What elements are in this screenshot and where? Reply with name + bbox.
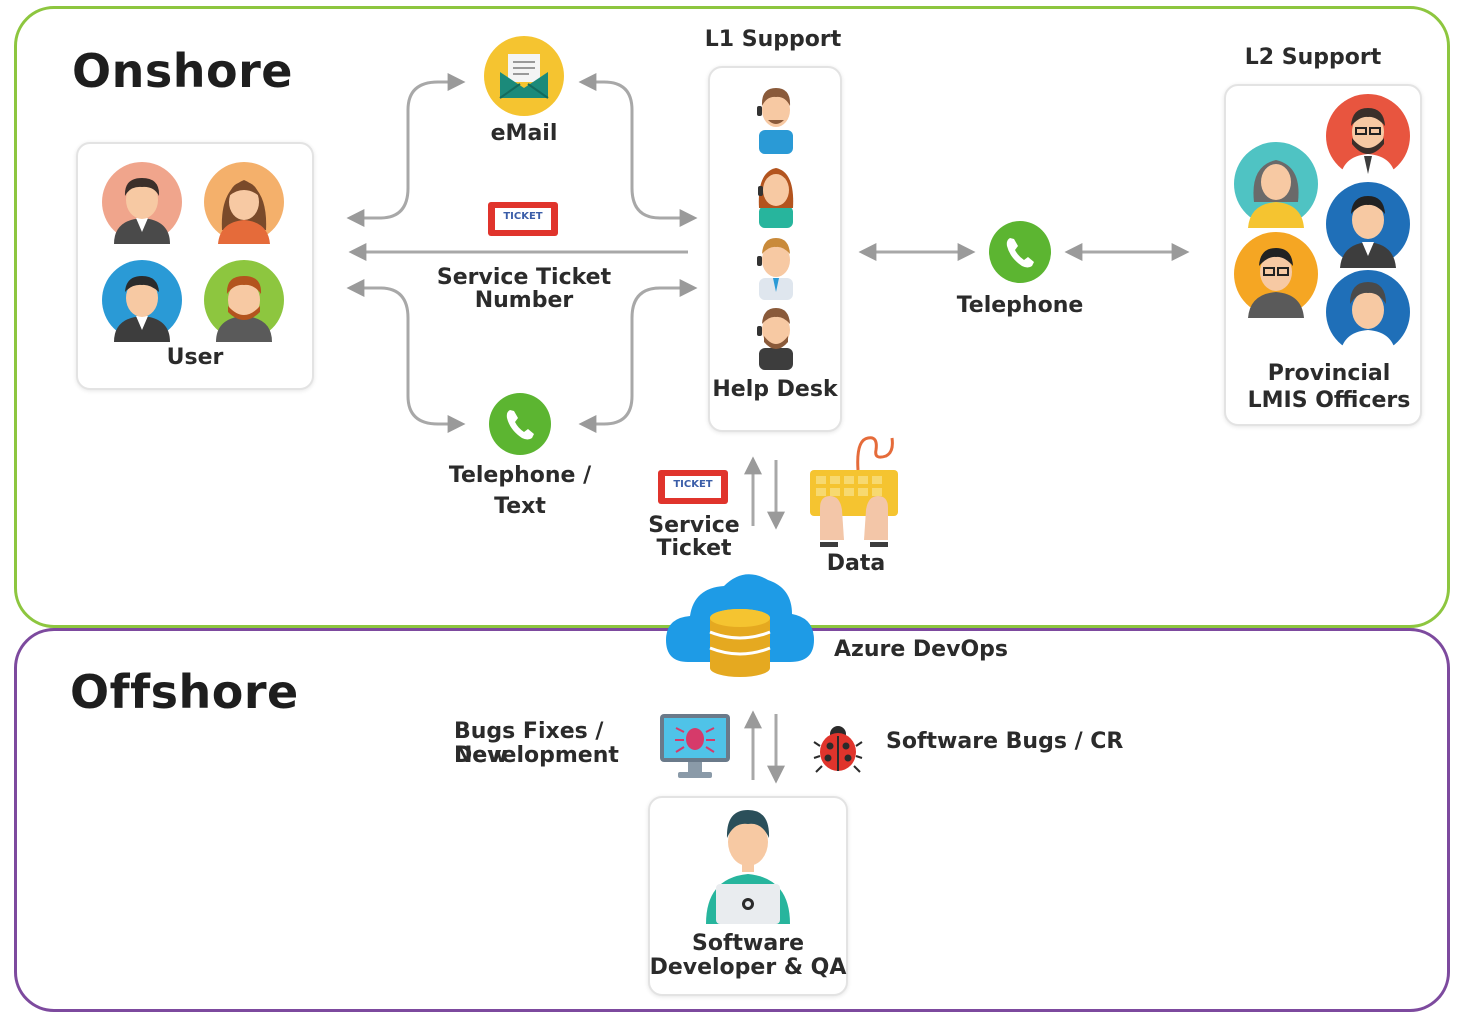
user-label: User xyxy=(166,345,224,370)
arrow-user-email xyxy=(346,73,466,227)
ticket-text: TICKET xyxy=(503,211,543,222)
l1-support-heading: L1 Support xyxy=(704,27,842,52)
user-avatar-icon xyxy=(102,260,182,342)
service-ticket-line2: Ticket xyxy=(656,536,732,561)
email-label: eMail xyxy=(490,121,558,146)
bug-monitor-icon xyxy=(660,714,730,778)
email-envelope-icon xyxy=(484,36,564,116)
bug-fixes-line2: Development xyxy=(454,743,619,768)
arrow-telephone-helpdesk xyxy=(578,279,698,433)
user-avatar-icon xyxy=(1234,232,1318,318)
l2-label-line1: Provincial xyxy=(1267,361,1391,386)
headset-agent-icon xyxy=(757,88,793,154)
help-desk-label: Help Desk xyxy=(712,377,838,402)
user-avatar-icon xyxy=(1326,182,1410,268)
telephone-text-line2: Text xyxy=(494,494,546,519)
user-avatar-icon xyxy=(1326,270,1410,356)
l2-label-line2: LMIS Officers xyxy=(1247,388,1411,413)
service-ticket-number-line1: Service Ticket xyxy=(436,265,612,290)
phone-icon xyxy=(489,393,551,455)
software-bugs-label: Software Bugs / CR xyxy=(886,729,1124,754)
arrow-user-telephone xyxy=(346,279,466,433)
l2-support-heading: L2 Support xyxy=(1244,45,1382,70)
headset-agent-icon xyxy=(757,308,793,370)
headset-agent-icon xyxy=(757,238,793,300)
azure-devops-label: Azure DevOps xyxy=(834,637,1008,662)
user-avatar-icon xyxy=(204,260,284,342)
keyboard-icon xyxy=(810,436,898,547)
headset-agent-icon xyxy=(758,168,794,228)
user-avatar-icon xyxy=(1234,142,1318,228)
developer-label-line1: Software xyxy=(692,931,804,956)
ticket-text: TICKET xyxy=(673,479,713,490)
user-avatar-icon xyxy=(102,162,182,244)
ticket-icon: TICKET xyxy=(486,200,560,238)
data-label: Data xyxy=(826,551,886,576)
phone-icon xyxy=(989,221,1051,283)
user-avatar-icon xyxy=(204,162,284,244)
ticket-icon: TICKET xyxy=(656,468,730,506)
developer-laptop-icon xyxy=(706,810,790,924)
arrow-email-helpdesk xyxy=(578,73,698,227)
service-ticket-number-line2: Number xyxy=(474,288,574,313)
offshore-title: Offshore xyxy=(70,665,299,719)
telephone-text-line1: Telephone / xyxy=(448,463,592,488)
onshore-title: Onshore xyxy=(72,44,293,98)
service-ticket-line1: Service xyxy=(648,513,740,538)
bug-fixes-line1: Bugs Fixes / New xyxy=(454,719,604,768)
cloud-database-icon xyxy=(666,574,814,677)
user-avatar-icon xyxy=(1326,94,1410,180)
telephone-label: Telephone xyxy=(956,293,1084,318)
developer-label-line2: Developer & QA xyxy=(649,955,847,980)
ladybug-icon xyxy=(813,726,863,773)
